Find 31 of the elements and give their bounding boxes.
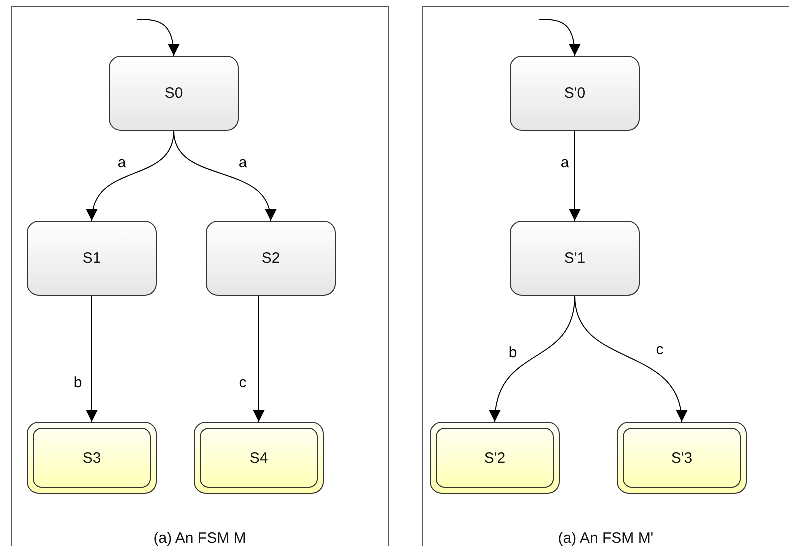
panel-frame xyxy=(422,6,789,546)
arrow xyxy=(569,130,581,222)
state-box xyxy=(206,221,336,296)
state-label: S'3 xyxy=(671,450,693,466)
accepting-state xyxy=(194,422,324,494)
accepting-state xyxy=(27,422,157,494)
state-label: S'1 xyxy=(564,250,586,267)
state-box xyxy=(510,221,640,296)
state-label: S'0 xyxy=(564,85,586,102)
accepting-state xyxy=(430,422,560,494)
state-label: S4 xyxy=(250,450,268,466)
panel-label: (a) An FSM M' xyxy=(557,530,655,546)
edge-label: b xyxy=(72,376,84,390)
arrow xyxy=(136,19,180,56)
accepting-state xyxy=(617,422,747,494)
state-box xyxy=(27,221,157,296)
panel-label: (a) An FSM M xyxy=(152,530,248,546)
state-label: S'2 xyxy=(484,450,506,466)
state-label: S2 xyxy=(262,250,280,267)
state-box xyxy=(109,56,239,131)
edge-label: b xyxy=(508,346,518,360)
arrow xyxy=(174,130,276,222)
state-label: S1 xyxy=(82,250,102,267)
arrow xyxy=(538,19,581,56)
state-label: S0 xyxy=(164,85,184,102)
arrow xyxy=(574,296,687,422)
panel-frame xyxy=(11,6,389,546)
arrow xyxy=(86,296,98,422)
state-box xyxy=(510,56,640,131)
state-label: S3 xyxy=(82,450,102,466)
arrow xyxy=(253,296,265,422)
